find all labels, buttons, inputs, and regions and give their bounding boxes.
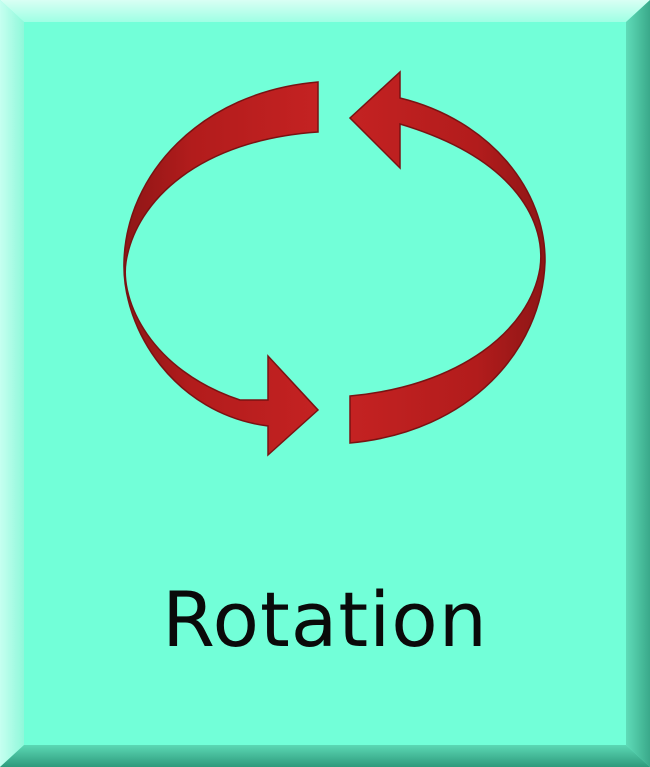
right-arc-arrow <box>348 70 546 444</box>
rotation-arrows-icon <box>123 70 546 457</box>
card-title: Rotation <box>162 575 488 664</box>
left-arc-arrow <box>123 81 320 457</box>
